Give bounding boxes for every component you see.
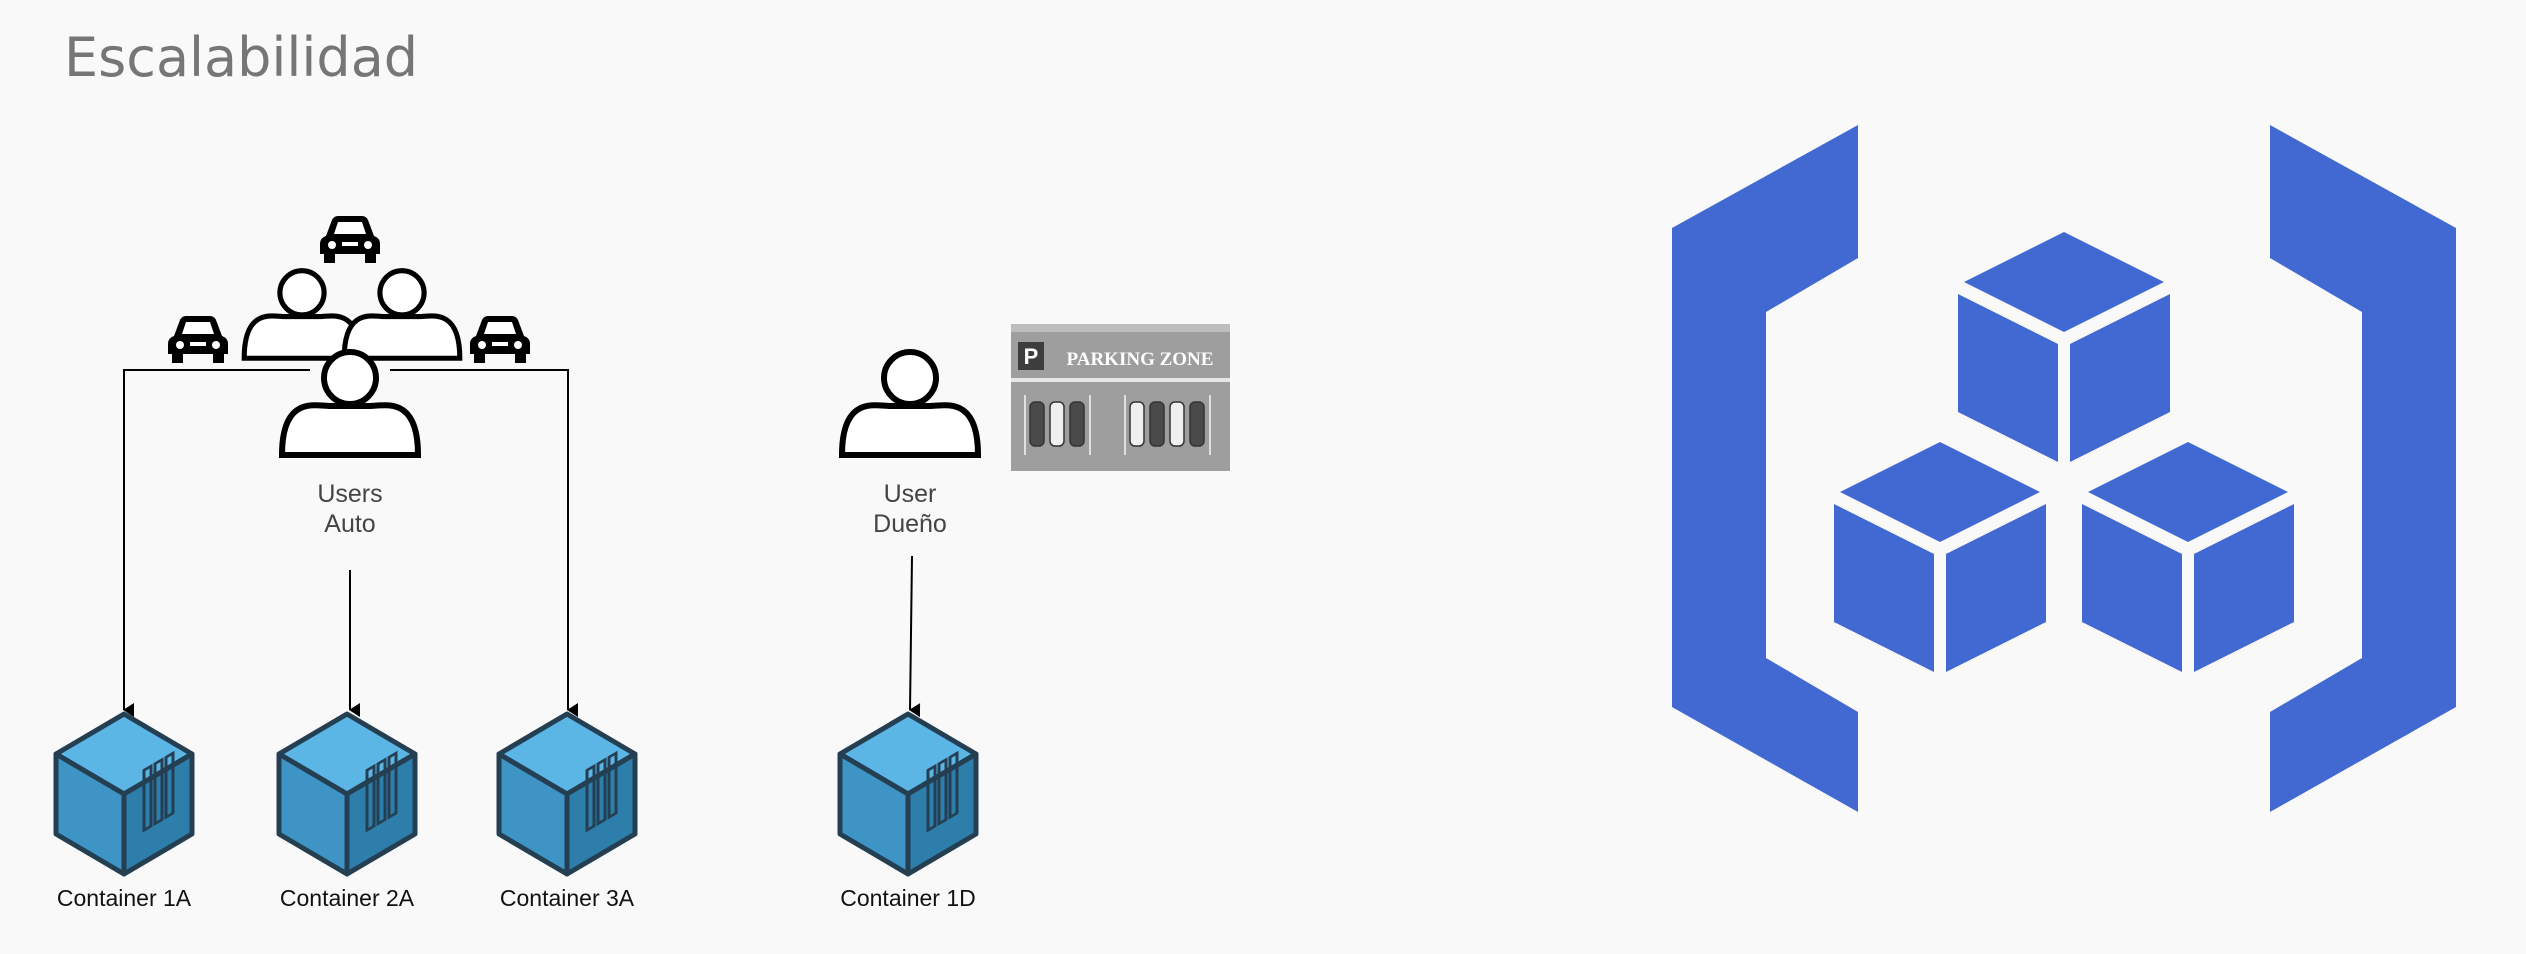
- users-group: [168, 216, 530, 455]
- parking-zone-text: PARKING ZONE: [1067, 349, 1214, 370]
- cube-right: [2082, 442, 2294, 672]
- parking-sign-icon: P PARKING ZONE: [1011, 324, 1230, 471]
- container-1d: Container 1D: [840, 714, 976, 911]
- container-label: Container 2A: [280, 885, 415, 911]
- owner-label-line2: Dueño: [873, 510, 947, 538]
- container-icon: [840, 714, 976, 874]
- cube-top: [1958, 232, 2170, 462]
- container-3a: Container 3A: [499, 714, 635, 911]
- user-icon: [282, 352, 418, 455]
- parking-letter: P: [1024, 344, 1039, 369]
- container-label: Container 1A: [57, 885, 192, 911]
- connector-to-container-1d: [909, 555, 921, 718]
- car-icon: [320, 216, 380, 263]
- container-1a: Container 1A: [56, 714, 192, 911]
- container-2a: Container 2A: [279, 714, 415, 911]
- container-icon: [279, 714, 415, 874]
- left-bracket: [1672, 125, 1858, 812]
- car-icon: [470, 316, 530, 363]
- right-bracket: [2270, 125, 2456, 812]
- car-icon: [168, 316, 228, 363]
- user-owner-icon: [842, 352, 978, 455]
- kubernetes-engine-logo: [1672, 125, 2456, 812]
- page-title: Escalabilidad: [64, 26, 419, 89]
- connector-to-container-3a: [390, 369, 578, 717]
- owner-label-line1: User: [884, 480, 937, 508]
- container-label: Container 1D: [840, 885, 976, 911]
- user-icon: [344, 271, 460, 359]
- connector-to-container-1a: [123, 369, 310, 717]
- users-label-line2: Auto: [324, 510, 375, 538]
- cube-left: [1834, 442, 2046, 672]
- container-label: Container 3A: [500, 885, 635, 911]
- container-icon: [499, 714, 635, 874]
- users-label-line1: Users: [317, 480, 382, 508]
- connectors-users: [123, 369, 921, 718]
- container-icon: [56, 714, 192, 874]
